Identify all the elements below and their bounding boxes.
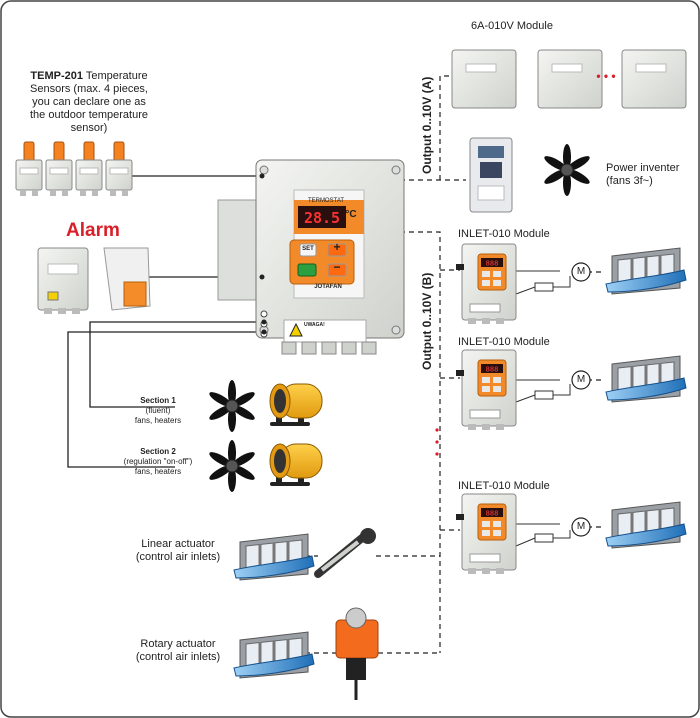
main-controller bbox=[217, 159, 405, 355]
more-modules-dots: • • • bbox=[596, 69, 616, 83]
rotary-actuator-label: Rotary actuator (control air inlets) bbox=[118, 638, 238, 664]
section-2-line: fans, heaters bbox=[134, 467, 182, 476]
warning-title: UWAGA! bbox=[304, 322, 325, 328]
sensors-line: you can declare one as bbox=[32, 96, 146, 108]
output-a-label: Output 0..10V (A) bbox=[420, 76, 434, 174]
motor-label-1: M bbox=[576, 266, 586, 277]
motor-symbols bbox=[571, 262, 591, 537]
power-inverter-line: Power inventer bbox=[606, 162, 680, 174]
power-inverter-line: (fans 3f~) bbox=[606, 175, 653, 187]
linear-actuator-label: Linear actuator (control air inlets) bbox=[118, 538, 238, 564]
vertical-dots bbox=[435, 428, 439, 456]
sensors-line: Sensors (max. 4 pieces, bbox=[30, 83, 148, 95]
a010v-module-label: 6A-010V Module bbox=[471, 20, 553, 32]
section-1-title: Section 1 bbox=[140, 396, 176, 405]
linear-actuator-line: (control air inlets) bbox=[135, 551, 221, 563]
section-1-line: fans, heaters bbox=[134, 416, 182, 425]
controller-logo: JOTAFAN bbox=[314, 284, 342, 290]
actuators bbox=[232, 528, 379, 700]
sensors-caption: TEMP-201 Temperature Sensors (max. 4 pie… bbox=[14, 70, 164, 135]
section-1-label: Section 1 (fluent) fans, heaters bbox=[118, 396, 198, 426]
connection-dots bbox=[259, 173, 267, 335]
sensors-title-bold: TEMP-201 bbox=[30, 70, 83, 82]
inlet-schematics bbox=[515, 270, 571, 547]
power-inverter-label: Power inventer (fans 3f~) bbox=[606, 162, 696, 188]
motor-label-2: M bbox=[576, 374, 586, 385]
minus-button[interactable]: − bbox=[333, 260, 341, 274]
solid-wires bbox=[67, 175, 264, 468]
motor-label-3: M bbox=[576, 521, 586, 532]
output-b-label: Output 0..10V (B) bbox=[420, 272, 434, 370]
section-2-title: Section 2 bbox=[140, 447, 176, 456]
section-2-label: Section 2 (regulation "on-off") fans, he… bbox=[104, 447, 212, 477]
inlet-module-label-1: INLET-010 Module bbox=[458, 228, 550, 240]
alarm-devices bbox=[37, 247, 151, 315]
sensors-line: sensor) bbox=[70, 122, 108, 134]
controller-brand: TERMOSTAT bbox=[307, 198, 345, 204]
inlet-module-label-3: INLET-010 Module bbox=[458, 480, 550, 492]
plus-button[interactable]: + bbox=[333, 240, 341, 254]
alarm-label: Alarm bbox=[66, 220, 120, 241]
sensors-title-rest: Temperature bbox=[82, 70, 148, 82]
section-1-line: (fluent) bbox=[145, 406, 171, 415]
controller-display: 28.5 bbox=[303, 209, 341, 227]
power-inverter bbox=[469, 137, 593, 213]
linear-actuator-line: Linear actuator bbox=[141, 538, 215, 550]
rotary-actuator-line: (control air inlets) bbox=[135, 651, 221, 663]
section-2-line: (regulation "on-off") bbox=[123, 457, 193, 466]
inlet-modules bbox=[455, 243, 517, 575]
a010v-modules bbox=[451, 49, 687, 109]
set-button[interactable]: SET bbox=[302, 246, 314, 252]
inlet-module-label-2: INLET-010 Module bbox=[458, 336, 550, 348]
sensors-line: the outdoor temperature bbox=[29, 109, 149, 121]
rotary-actuator-line: Rotary actuator bbox=[140, 638, 216, 650]
controller-unit: °C bbox=[345, 209, 357, 220]
